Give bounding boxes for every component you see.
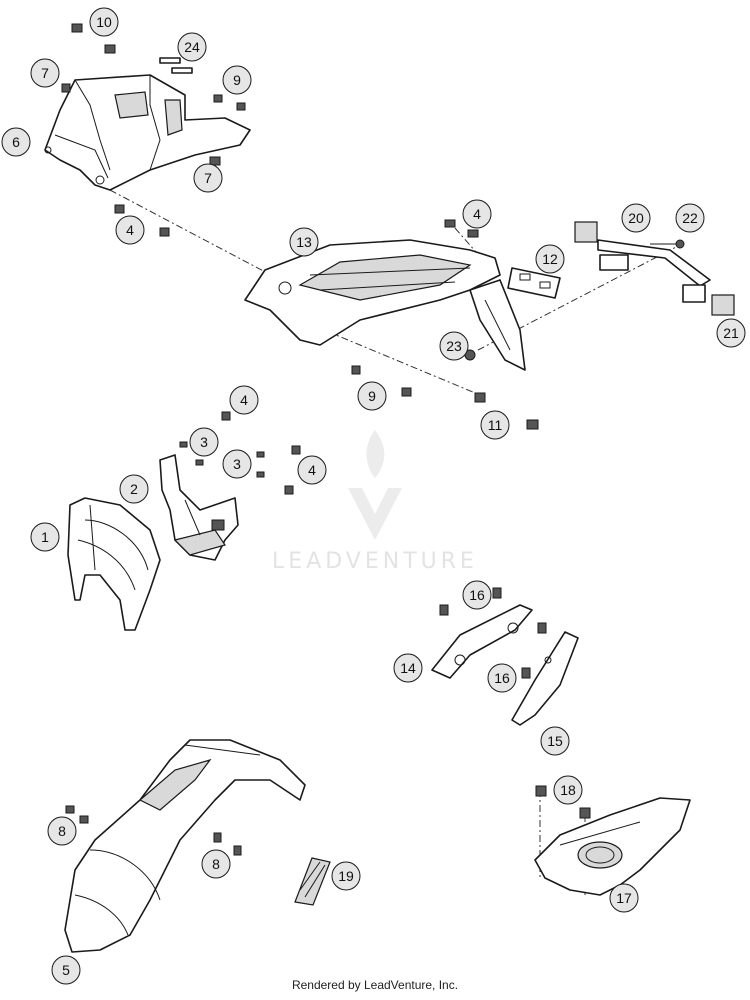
callout-label: 17: [616, 890, 632, 906]
callout-label: 12: [542, 251, 558, 267]
callout-label: 4: [126, 222, 134, 238]
callout-16: 16: [487, 663, 517, 693]
callout-label: 4: [308, 462, 316, 478]
callout-17: 17: [609, 883, 639, 913]
callout-4: 4: [462, 199, 492, 229]
part-13-rear-fender: [244, 239, 526, 371]
callout-label: 22: [682, 210, 698, 226]
callout-23: 23: [439, 331, 469, 361]
callout-7: 7: [30, 58, 60, 88]
callout-label: 16: [469, 587, 485, 603]
callout-label: 1: [41, 529, 49, 545]
callout-8: 8: [201, 849, 231, 879]
callout-9: 9: [357, 381, 387, 411]
callout-label: 10: [96, 14, 112, 30]
callout-7: 7: [193, 163, 223, 193]
callout-1: 1: [30, 522, 60, 552]
part-17-tank-cover: [534, 797, 691, 896]
callout-label: 3: [233, 456, 241, 472]
part-15-side-bracket: [511, 631, 579, 726]
callout-label: 6: [12, 134, 20, 150]
callout-label: 20: [628, 210, 644, 226]
hardware-top-left: [61, 23, 246, 237]
callout-label: 4: [240, 392, 248, 408]
hardware-side-brackets: [439, 587, 547, 679]
part-6-rear-subframe-cover: [44, 74, 251, 191]
callout-label: 11: [488, 417, 503, 433]
callout-label: 9: [368, 388, 376, 404]
watermark-text: LEADVENTURE: [272, 549, 478, 574]
callout-3: 3: [222, 449, 252, 479]
callout-14: 14: [393, 653, 423, 683]
callout-4: 4: [229, 385, 259, 415]
callout-20: 20: [621, 203, 651, 233]
callout-label: 23: [446, 338, 462, 354]
callout-2: 2: [119, 474, 149, 504]
part-14-side-bracket: [431, 604, 533, 679]
callout-18: 18: [553, 775, 583, 805]
callout-label: 24: [184, 39, 200, 55]
callout-21: 21: [716, 318, 746, 348]
callout-13: 13: [289, 227, 319, 257]
callout-19: 19: [331, 861, 361, 891]
callout-label: 7: [41, 65, 49, 81]
callout-8: 8: [47, 816, 77, 846]
callout-label: 8: [212, 856, 220, 872]
callout-6: 6: [1, 127, 31, 157]
footer-credit: Rendered by LeadVenture, Inc.: [291, 978, 459, 992]
callout-4: 4: [297, 455, 327, 485]
callout-12: 12: [535, 244, 565, 274]
callout-4: 4: [115, 215, 145, 245]
callout-5: 5: [51, 955, 81, 985]
part-19-reflector-strip: [294, 857, 331, 906]
callout-label: 8: [58, 823, 66, 839]
callout-label: 16: [494, 670, 510, 686]
callout-label: 4: [473, 206, 481, 222]
callout-label: 5: [62, 962, 70, 978]
callout-label: 19: [338, 868, 354, 884]
callout-24: 24: [177, 32, 207, 62]
callout-15: 15: [540, 726, 570, 756]
part-20-license-bracket: [574, 221, 735, 316]
part-12-reflector-plate: [507, 267, 561, 299]
part-2-headlight-bracket: [159, 454, 239, 561]
hardware-headlight: [179, 411, 301, 495]
callout-label: 3: [200, 434, 208, 450]
callout-label: 13: [296, 234, 312, 250]
leadventure-watermark: LEADVENTURE: [272, 430, 478, 574]
callout-label: 14: [400, 660, 416, 676]
hardware-front-fender: [65, 805, 242, 856]
callout-label: 9: [233, 72, 241, 88]
callout-22: 22: [675, 203, 705, 233]
callout-label: 18: [560, 782, 576, 798]
callout-label: 7: [204, 170, 212, 186]
callout-3: 3: [189, 427, 219, 457]
hardware-tank-cover: [535, 785, 591, 819]
callout-label: 21: [723, 325, 739, 341]
callout-16: 16: [462, 580, 492, 610]
callout-label: 2: [130, 481, 138, 497]
callout-9: 9: [222, 65, 252, 95]
hardware-rear-fender: [351, 219, 539, 430]
callout-10: 10: [89, 7, 119, 37]
part-1-headlight-mask: [67, 497, 161, 631]
callout-label: 15: [547, 733, 563, 749]
callout-11: 11: [480, 410, 510, 440]
part-5-front-fender: [64, 739, 306, 953]
